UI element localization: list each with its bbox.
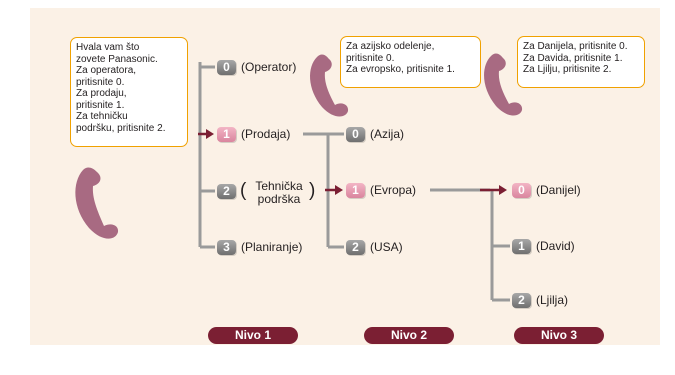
label-operator: (Operator) bbox=[241, 60, 297, 74]
bubble-level2-line: pritisnite 0. bbox=[346, 52, 395, 64]
key-2-usa: 2 bbox=[346, 240, 365, 255]
key-1-evropa: 1 bbox=[346, 183, 365, 198]
label-ljilja: (Ljilja) bbox=[536, 293, 569, 307]
speech-bubble-main: Hvala vam što zovete Panasonic. Za opera… bbox=[70, 37, 188, 147]
key-2-ljilja: 2 bbox=[512, 293, 531, 308]
bubble-level3-line: Za Davida, pritisnite 1. bbox=[523, 52, 623, 64]
level-badge-2: Nivo 2 bbox=[364, 327, 454, 344]
speech-bubble-level3: Za Danijela, pritisnite 0. Za Davida, pr… bbox=[517, 36, 645, 88]
key-0-danijel: 0 bbox=[512, 183, 531, 198]
bubble-level3-line: Za Ljilju, pritisnite 2. bbox=[523, 64, 612, 75]
label-danijel: (Danijel) bbox=[536, 183, 581, 197]
speech-bubble-level2: Za azijsko odelenje, pritisnite 0. Za ev… bbox=[340, 36, 481, 88]
key-0-azija: 0 bbox=[346, 127, 365, 142]
label-tehnicka-line1: Tehnička bbox=[255, 179, 303, 193]
bubble-main-line: Za tehničku bbox=[76, 111, 128, 122]
bubble-main-line: zovete Panasonic. bbox=[76, 53, 158, 65]
level-badge-3: Nivo 3 bbox=[514, 327, 604, 344]
key-1-david: 1 bbox=[512, 239, 531, 254]
label-planiranje: (Planiranje) bbox=[241, 240, 303, 254]
paren-close: ) bbox=[309, 180, 316, 201]
key-1-prodaja: 1 bbox=[217, 127, 236, 142]
key-2-tehnicka: 2 bbox=[217, 184, 236, 199]
label-azija: (Azija) bbox=[370, 127, 405, 141]
bubble-level3-line: Za Danijela, pritisnite 0. bbox=[523, 41, 628, 52]
bubble-main-line: pritisnite 0. bbox=[76, 76, 125, 88]
paren-open: ( bbox=[240, 180, 247, 201]
bubble-level2-line: Za evropsko, pritisnite 1. bbox=[346, 64, 455, 75]
bubble-main-line: podršku, pritisnite 2. bbox=[76, 122, 166, 134]
key-3-planiranje: 3 bbox=[217, 240, 236, 255]
label-prodaja: (Prodaja) bbox=[241, 127, 291, 141]
label-david: (David) bbox=[536, 239, 575, 253]
key-0-operator: 0 bbox=[217, 60, 236, 75]
bubble-main-line: Hvala vam što bbox=[76, 42, 140, 53]
label-evropa: (Evropa) bbox=[370, 183, 417, 197]
label-tehnicka-line2: podrška bbox=[257, 192, 301, 206]
bubble-level2-line: Za azijsko odelenje, bbox=[346, 41, 435, 52]
label-usa: (USA) bbox=[370, 240, 403, 254]
level-badge-1: Nivo 1 bbox=[208, 327, 298, 344]
label-tehnicka-podrska: Tehnička podrška bbox=[248, 180, 310, 206]
bubble-main-line: Za prodaju, bbox=[76, 88, 127, 99]
bubble-main-line: pritisnite 1. bbox=[76, 99, 125, 111]
bubble-main-line: Za operatora, bbox=[76, 65, 137, 76]
